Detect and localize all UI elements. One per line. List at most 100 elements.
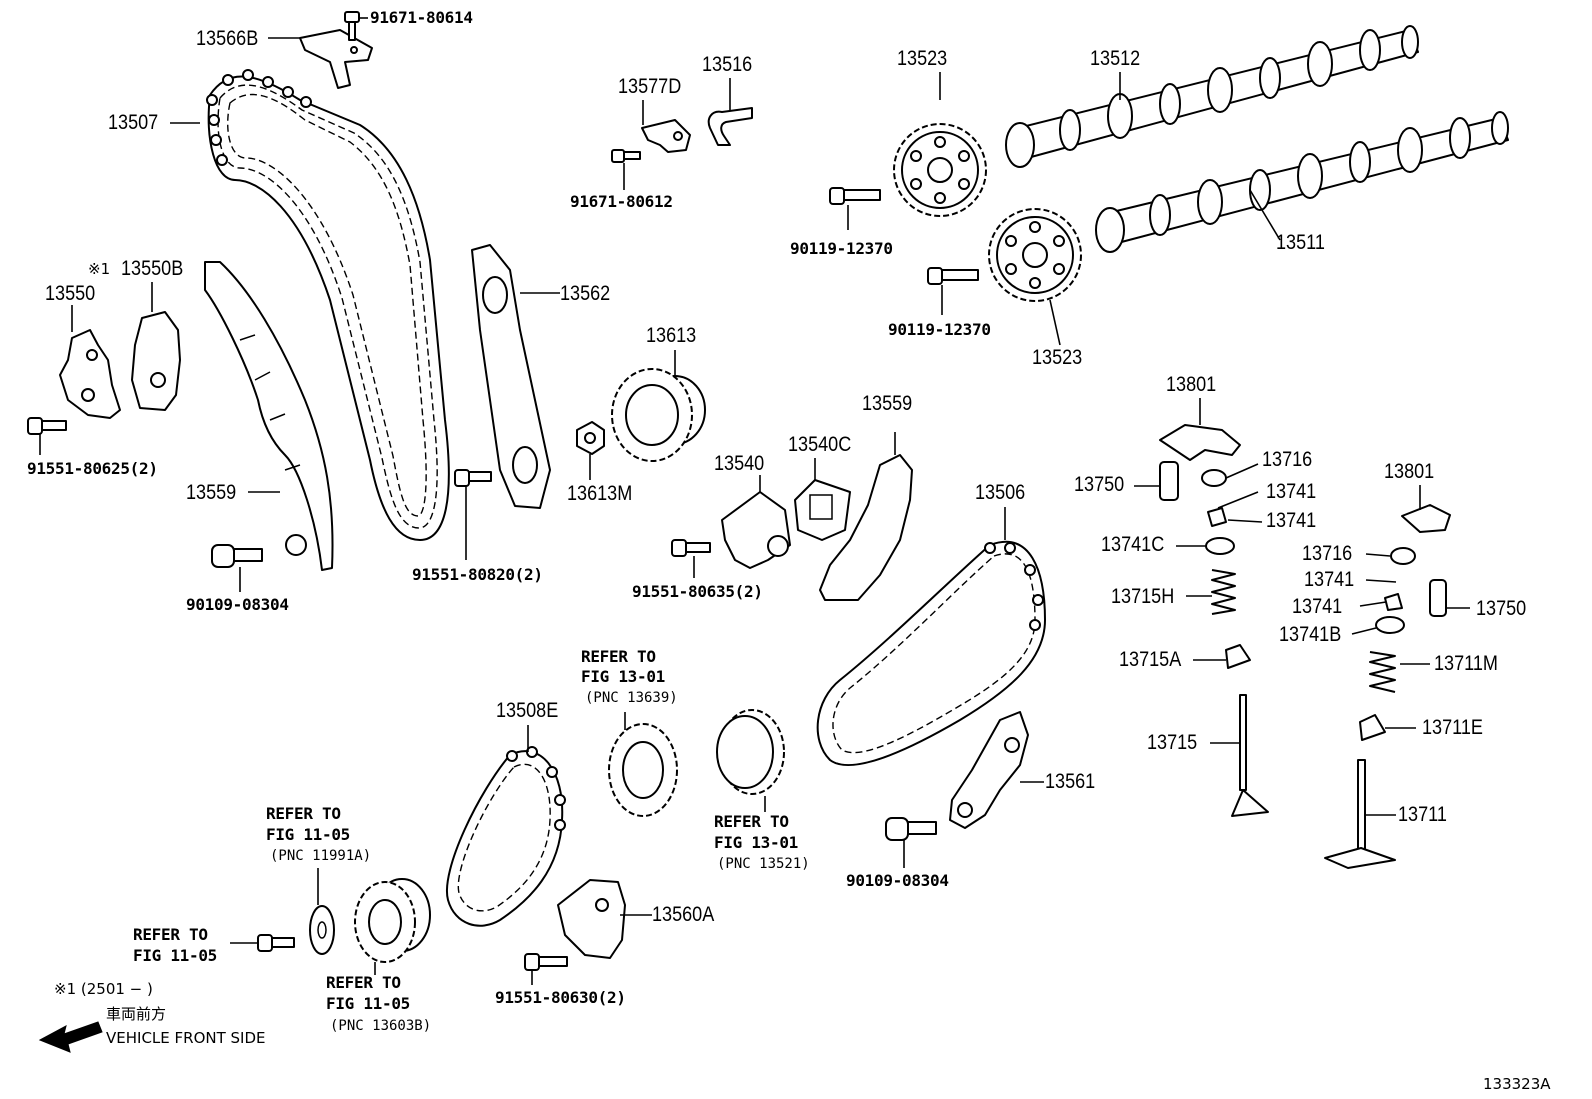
label-13711M: 13711M	[1434, 652, 1498, 675]
gasket-13550B	[131, 311, 181, 411]
bolt-90119-12370-lower	[927, 267, 979, 285]
refer-fig-13-01-b-line2: FIG 13-01	[714, 833, 798, 852]
camshaft-13511	[1095, 111, 1509, 253]
label-91551-80635: 91551-80635(2)	[632, 582, 763, 601]
washer-11991A	[309, 905, 335, 955]
rocker-arm-13801-right	[1401, 504, 1451, 533]
label-13511: 13511	[1276, 231, 1325, 254]
bolt-fig-11-05	[257, 934, 295, 952]
label-13711E: 13711E	[1422, 716, 1483, 739]
label-13561: 13561	[1045, 770, 1096, 793]
note-symbol-1: ※1	[88, 260, 111, 278]
label-13715H: 13715H	[1111, 585, 1175, 608]
refer-fig-11-05-b-line2: FIG 11-05	[133, 946, 217, 965]
label-13566B: 13566B	[196, 27, 259, 50]
bolt-90109-08304-right	[885, 817, 937, 841]
chain-guide-13561	[949, 711, 1029, 829]
label-13613M: 13613M	[567, 482, 633, 505]
refer-fig-13-01-a-line2: FIG 13-01	[581, 667, 665, 686]
chain-slipper-13559-no1	[819, 454, 913, 601]
label-13750-left: 13750	[1074, 473, 1125, 496]
bolt-91551-80820	[454, 469, 492, 487]
bracket-13577D	[641, 119, 691, 153]
label-13715A: 13715A	[1119, 648, 1182, 671]
label-13716-right: 13716	[1302, 542, 1353, 565]
label-90119-12370-lower: 90119-12370	[888, 320, 991, 339]
refer-fig-11-05-b-line1: REFER TO	[133, 925, 208, 944]
label-91551-80630: 91551-80630(2)	[495, 988, 626, 1007]
keeper-13741-right	[1384, 593, 1403, 611]
sprocket-13521	[716, 709, 785, 795]
label-13801-right: 13801	[1384, 460, 1435, 483]
bolt-90119-12370-upper	[829, 187, 881, 205]
bolt-91671-80612	[611, 149, 641, 163]
vehicle-front-en: VEHICLE FRONT SIDE	[106, 1029, 266, 1047]
label-13741-left-b: 13741	[1266, 509, 1317, 532]
chain-13506	[816, 540, 1047, 767]
bolt-91551-80635	[671, 539, 711, 557]
label-13741B: 13741B	[1279, 623, 1342, 646]
refer-fig-11-05-c-line3: (PNC 13603B)	[330, 1018, 432, 1034]
label-13716-left: 13716	[1262, 448, 1313, 471]
label-13506: 13506	[975, 481, 1026, 504]
crank-sprocket-13639	[608, 723, 678, 817]
hose-13516	[707, 107, 753, 146]
label-13750-right: 13750	[1476, 597, 1527, 620]
label-13559-no2: 13559	[186, 481, 237, 504]
label-13540C: 13540C	[788, 433, 852, 456]
idler-gear-13613	[611, 368, 706, 462]
timing-chain-13507	[206, 69, 450, 542]
label-13577D: 13577D	[618, 75, 682, 98]
chain-slipper-13559-no2	[204, 261, 334, 571]
label-90119-12370-upper: 90119-12370	[790, 239, 893, 258]
note-date-range: ※1 (2501 − )	[54, 980, 153, 998]
cam-sprocket-13523-upper	[893, 123, 987, 217]
label-13550B: 13550B	[121, 257, 184, 280]
nut-13613M	[576, 421, 605, 455]
label-91551-80820: 91551-80820(2)	[412, 565, 543, 584]
shim-13716-right	[1390, 547, 1416, 565]
label-13508E: 13508E	[496, 699, 559, 722]
label-13741-left-a: 13741	[1266, 480, 1317, 503]
spring-13711M	[1369, 651, 1396, 693]
chain-13508E	[445, 746, 566, 927]
label-13801-left: 13801	[1166, 373, 1217, 396]
tensioner-13560A	[557, 879, 626, 959]
adjuster-13750-right	[1429, 579, 1447, 617]
label-13550: 13550	[45, 282, 96, 305]
camshaft-13512	[1005, 25, 1419, 168]
label-13523-upper: 13523	[897, 47, 948, 70]
tensioner-13550	[59, 329, 121, 419]
label-13613: 13613	[646, 324, 697, 347]
seal-13711E	[1359, 714, 1386, 741]
refer-fig-11-05-a-line3: (PNC 11991A)	[270, 848, 372, 864]
label-91671-80614: 91671-80614	[370, 8, 473, 27]
bolt-90109-08304-left	[211, 544, 263, 568]
refer-fig-11-05-c-line1: REFER TO	[326, 973, 401, 992]
refer-fig-13-01-b-line3: (PNC 13521)	[717, 856, 810, 872]
gasket-13540C	[794, 479, 851, 541]
adjuster-13750-left	[1159, 461, 1179, 501]
label-13540: 13540	[714, 452, 765, 475]
tensioner-13540	[721, 491, 791, 569]
refer-fig-13-01-b-line1: REFER TO	[714, 812, 789, 831]
refer-fig-11-05-a-line2: FIG 11-05	[266, 825, 350, 844]
label-13559-no1: 13559	[862, 392, 913, 415]
refer-fig-13-01-a-line3: (PNC 13639)	[585, 690, 678, 706]
label-13741-right-b: 13741	[1292, 595, 1343, 618]
label-13560A: 13560A	[652, 903, 715, 926]
cam-sprocket-13523-lower	[988, 208, 1082, 302]
bracket-13566B	[299, 29, 373, 89]
refer-fig-11-05-a-line1: REFER TO	[266, 804, 341, 823]
seal-13715A	[1225, 644, 1251, 669]
keeper-13741-left	[1207, 507, 1227, 527]
valve-13715	[1231, 694, 1269, 817]
label-13715: 13715	[1147, 731, 1198, 754]
sprocket-13603B	[354, 878, 431, 963]
bolt-91671-80614	[344, 11, 360, 41]
bolt-91551-80625	[27, 417, 67, 435]
label-13523-lower: 13523	[1032, 346, 1083, 369]
label-13516: 13516	[702, 53, 753, 76]
label-13711: 13711	[1398, 803, 1447, 826]
